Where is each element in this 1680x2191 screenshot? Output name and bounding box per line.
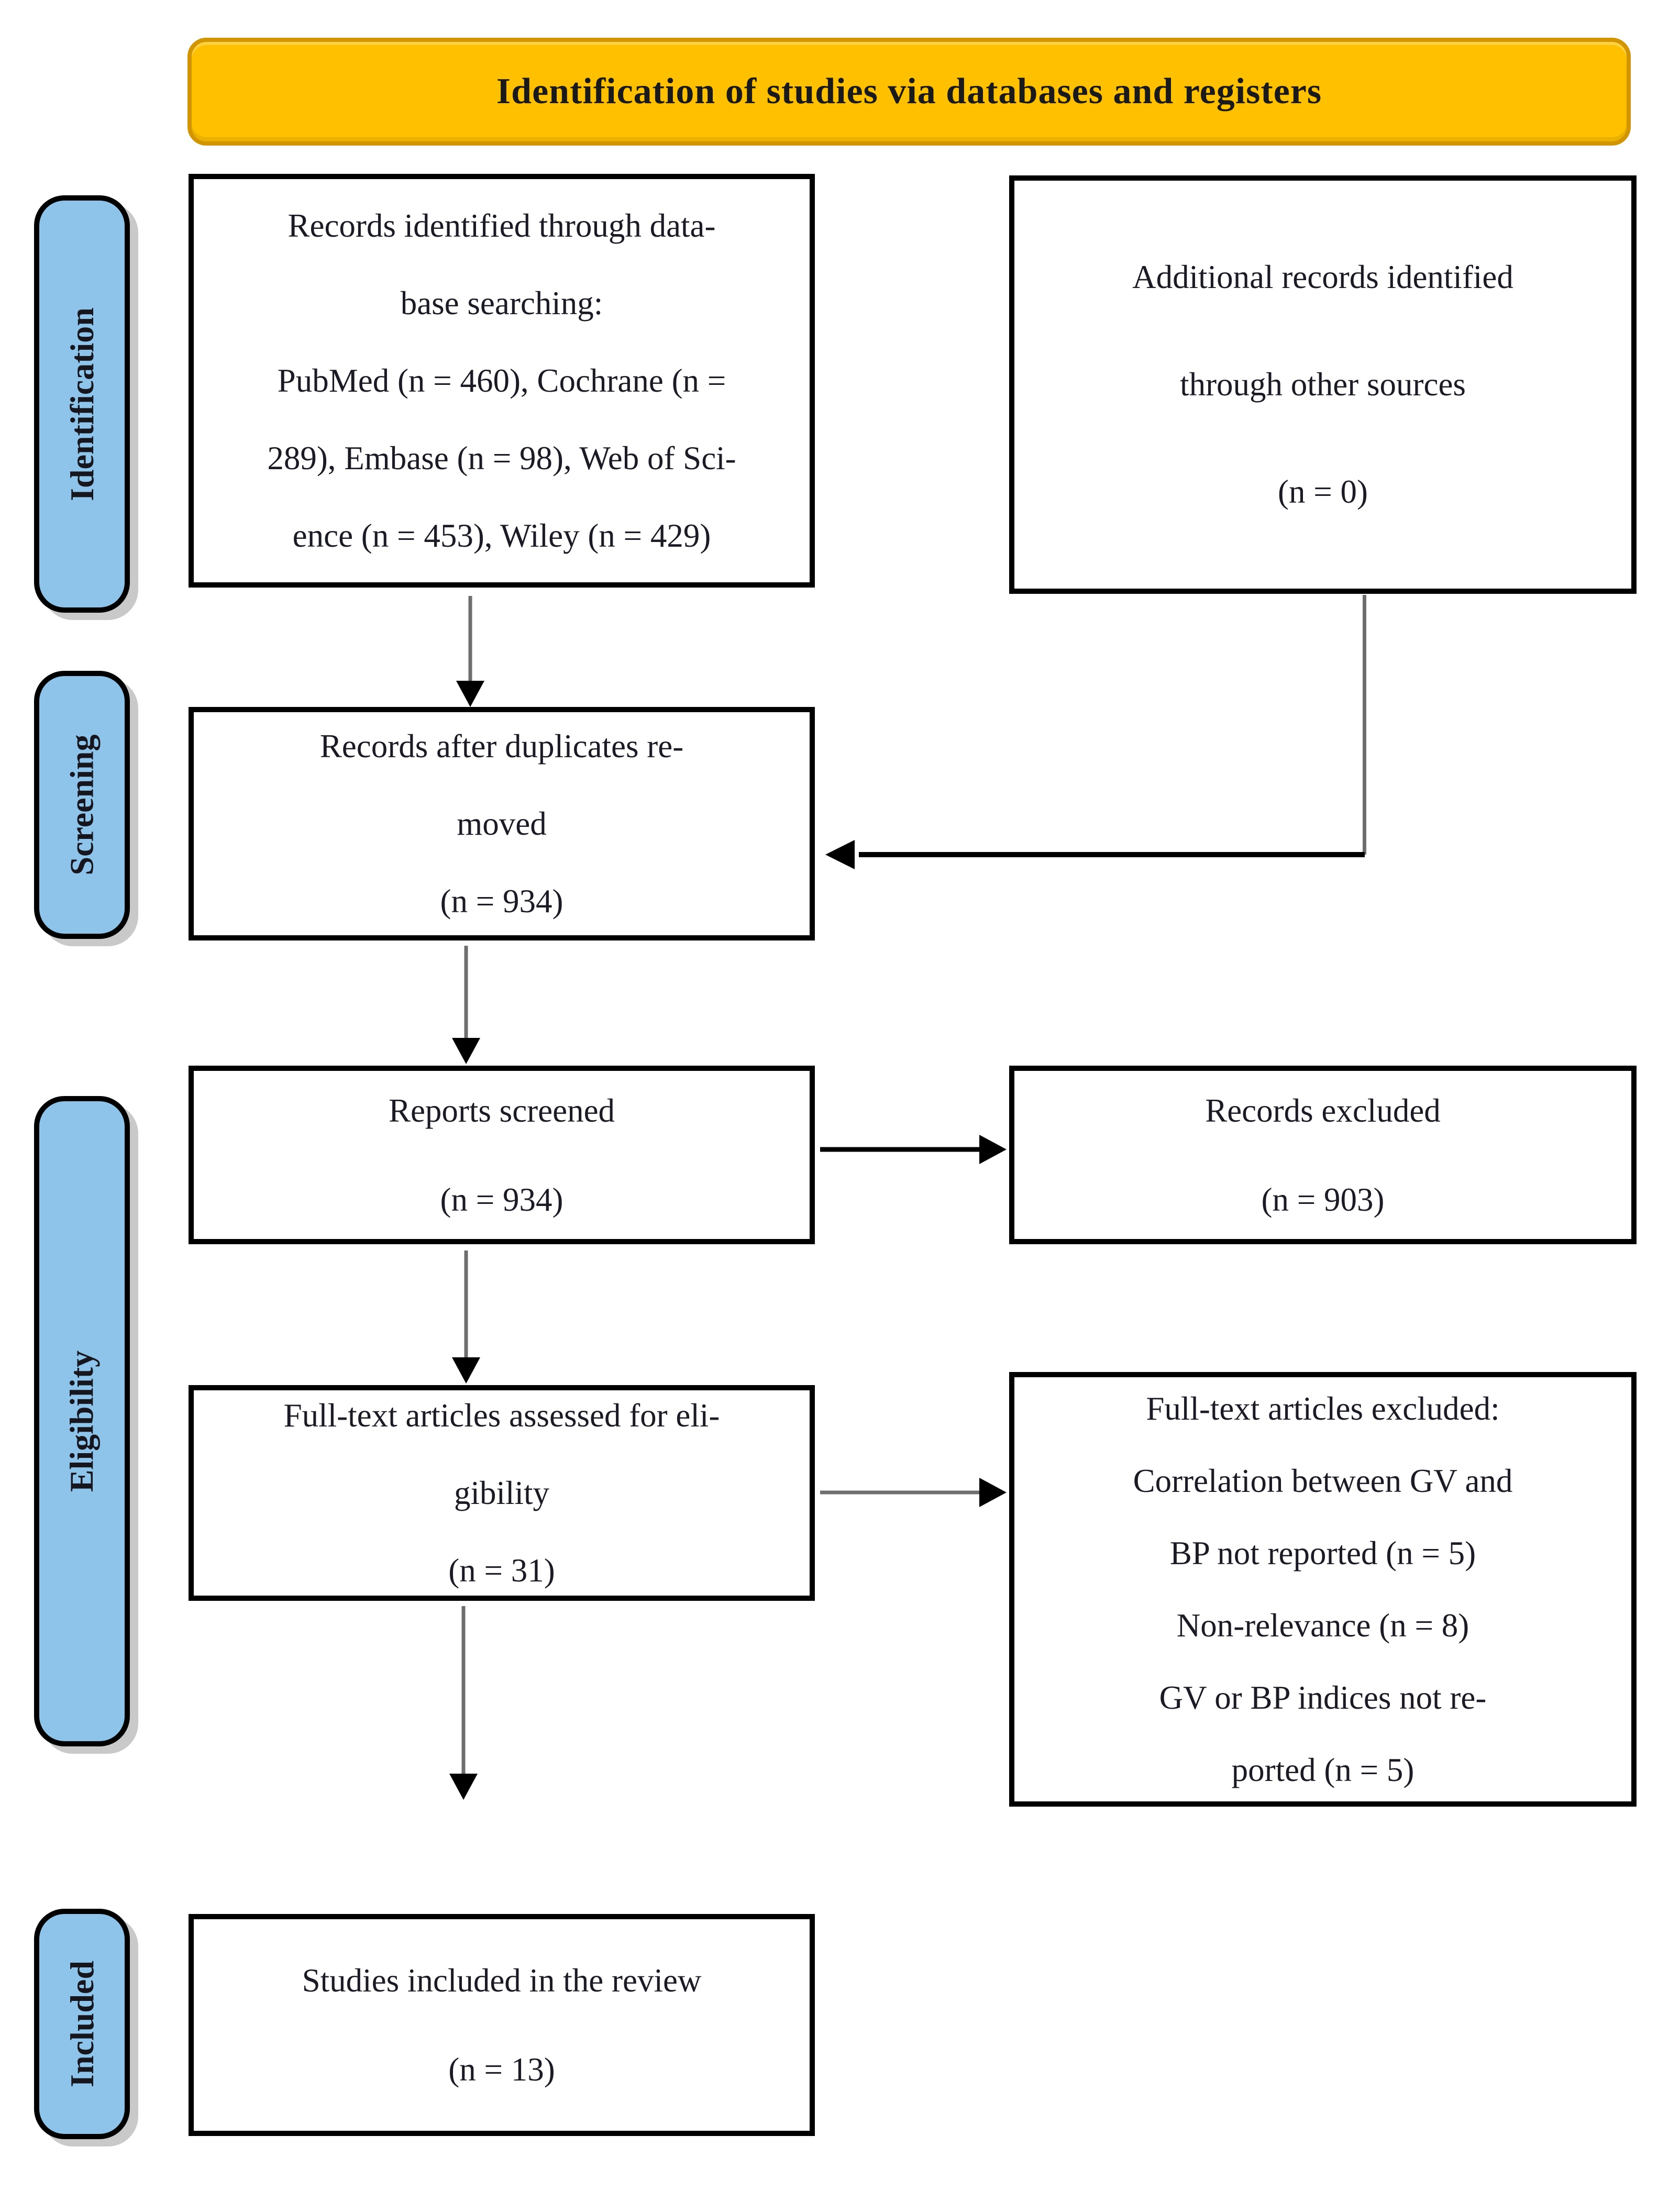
box-reports-screened: Reports screened (n = 934) <box>189 1066 815 1244</box>
arrow-right-screened-to-excluded <box>820 1135 1007 1164</box>
box-line: Additional records identified <box>1132 259 1513 295</box>
box-additional-records: Additional records identified through ot… <box>1009 175 1637 594</box>
arrow-down-identified-to-duplicates <box>456 596 484 707</box>
box-line: ence (n = 453), Wiley (n = 429) <box>292 517 711 554</box>
box-line: BP not reported (n = 5) <box>1169 1535 1476 1572</box>
stage-identification-label: Identification <box>63 307 101 501</box>
box-line: Full-text articles assessed for eli- <box>283 1397 720 1434</box>
stage-eligibility: Eligibility <box>34 1096 130 1746</box>
box-line: (n = 0) <box>1278 473 1368 510</box>
stage-included-label: Included <box>63 1961 101 2087</box>
box-line: (n = 31) <box>448 1552 555 1589</box>
box-after-duplicates: Records after duplicates re- moved (n = … <box>189 707 815 940</box>
box-line: ported (n = 5) <box>1231 1752 1414 1788</box>
box-records-excluded: Records excluded (n = 903) <box>1009 1066 1637 1244</box>
box-line: 289), Embase (n = 98), Web of Sci- <box>267 440 736 477</box>
arrow-down-duplicates-to-screened <box>452 946 480 1064</box>
arrow-down-screened-to-fulltext <box>452 1251 480 1384</box>
stage-screening: Screening <box>34 671 130 939</box>
connector-additional-records-horizontal <box>859 852 1365 857</box>
box-line: (n = 934) <box>440 1181 563 1218</box>
box-studies-included: Studies included in the review (n = 13) <box>189 1914 815 2136</box>
box-line: base searching: <box>400 285 603 322</box>
stage-identification: Identification <box>34 195 130 613</box>
arrow-left-additional-to-duplicates <box>825 840 855 869</box>
stage-screening-label: Screening <box>63 734 101 876</box>
arrow-right-assessed-to-excluded <box>820 1478 1007 1507</box>
box-line: gibility <box>454 1475 550 1511</box>
box-records-identified: Records identified through data- base se… <box>189 174 815 588</box>
box-line: Correlation between GV and <box>1133 1463 1513 1499</box>
box-line: Non-relevance (n = 8) <box>1176 1607 1469 1644</box>
header-title: Identification of studies via databases … <box>496 71 1322 112</box>
box-line: Records after duplicates re- <box>319 728 684 765</box>
box-line: (n = 13) <box>448 2051 555 2088</box>
box-line: (n = 934) <box>440 883 563 920</box>
box-line: (n = 903) <box>1261 1181 1385 1218</box>
box-line: through other sources <box>1180 366 1466 403</box>
box-line: moved <box>457 805 547 842</box>
box-line: PubMed (n = 460), Cochrane (n = <box>277 362 726 399</box>
box-fulltext-assessed: Full-text articles assessed for eli- gib… <box>189 1385 815 1601</box>
stage-eligibility-label: Eligibility <box>63 1350 101 1492</box>
arrow-down-fulltext-to-included <box>449 1606 478 1800</box>
box-line: Studies included in the review <box>302 1962 702 1999</box>
box-line: Full-text articles excluded: <box>1146 1390 1500 1427</box>
stage-included: Included <box>34 1909 130 2139</box>
header-banner: Identification of studies via databases … <box>187 38 1631 146</box>
box-line: Records excluded <box>1205 1092 1441 1129</box>
connector-additional-records-vertical <box>1363 595 1366 855</box>
box-line: Records identified through data- <box>288 207 716 244</box>
box-line: GV or BP indices not re- <box>1159 1679 1487 1716</box>
box-line: Reports screened <box>388 1092 615 1129</box>
box-fulltext-excluded: Full-text articles excluded: Correlation… <box>1009 1372 1637 1807</box>
